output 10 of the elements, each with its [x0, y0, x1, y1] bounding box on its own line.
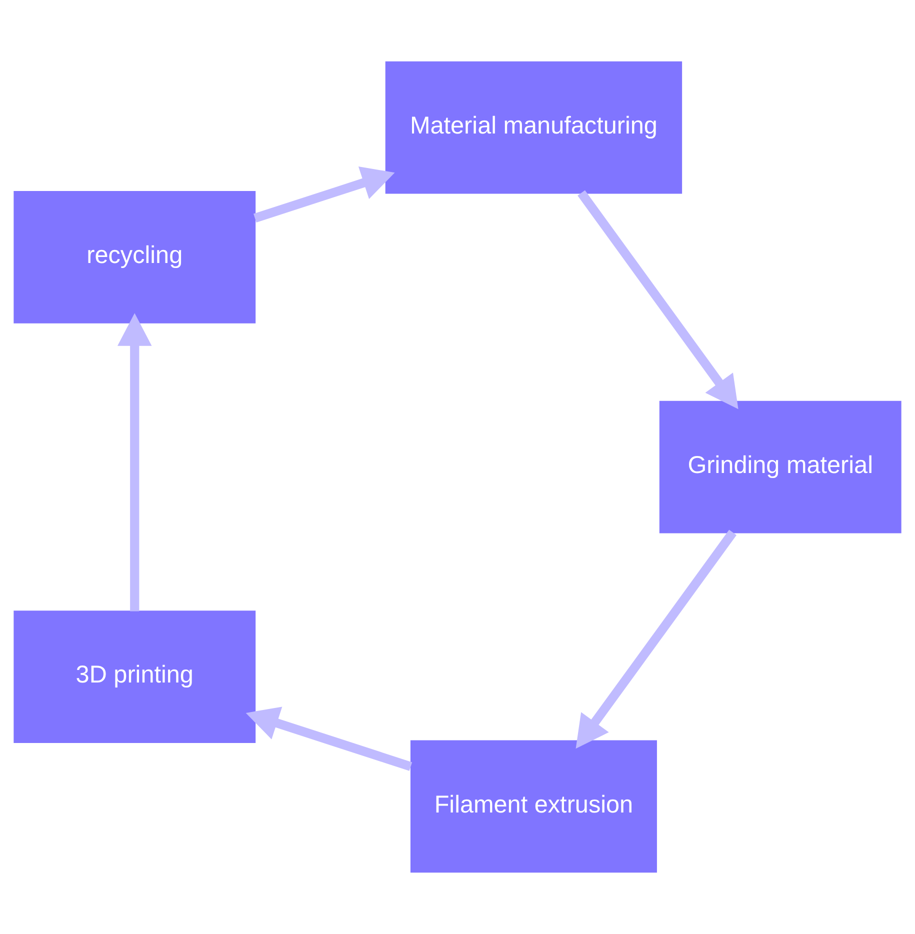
- node-box: Filament extrusion: [410, 740, 657, 873]
- node-box: 3D printing: [14, 610, 256, 743]
- arrow: [576, 530, 736, 749]
- node-box: Grinding material: [659, 400, 902, 534]
- arrow: [254, 166, 395, 222]
- arrow: [578, 190, 738, 410]
- node-box: Material manufacturing: [385, 61, 682, 194]
- arrow: [246, 706, 412, 771]
- node-box: recycling: [14, 191, 256, 324]
- arrow: [118, 313, 152, 612]
